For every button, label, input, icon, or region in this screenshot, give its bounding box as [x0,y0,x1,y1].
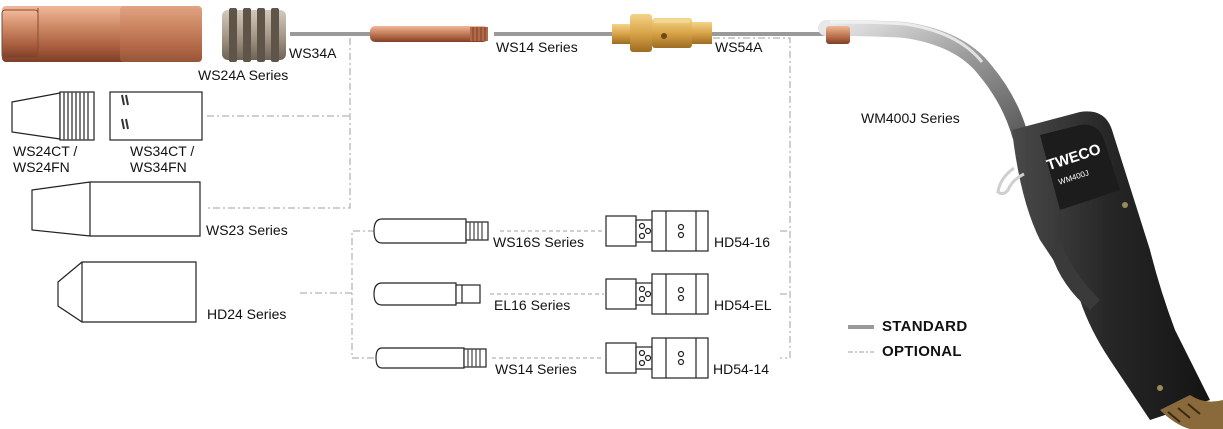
wm400j-gun [826,22,1223,429]
hd24-nozzle [58,262,196,322]
ws14-tip-top [370,26,488,42]
label-ws34ct-line1: WS34CT / [130,144,194,159]
label-hd5416: HD54-16 [714,234,770,250]
ws14-tip-bottom [376,348,486,368]
label-hd24: HD24 Series [207,306,286,322]
label-ws24ct-line1: WS24CT / [13,144,77,159]
ws24ct-nozzle [12,92,94,140]
ws34ct-diffuser [110,92,202,140]
optional-line-tips-bracket [352,231,375,358]
label-ws23: WS23 Series [206,222,288,238]
ws54a-adapter [612,14,712,52]
label-ws14-top: WS14 Series [496,39,578,55]
legend-standard-label: STANDARD [882,319,967,335]
label-ws54a: WS54A [715,39,762,55]
label-ws14-bottom: WS14 Series [495,361,577,377]
label-ws34ct-line2: WS34FN [130,160,187,175]
label-ws34a: WS34A [289,45,336,61]
hd5414-adapter [606,338,708,378]
legend-optional-label: OPTIONAL [882,344,962,360]
label-hd54el: HD54-EL [714,297,772,313]
label-hd5414: HD54-14 [713,361,769,377]
label-wm400j: WM400J Series [861,110,960,126]
ws23-nozzle [32,182,200,236]
hd5416-adapter [606,211,708,251]
ws16s-tip [374,219,488,243]
label-ws16s: WS16S Series [493,234,584,250]
legend-swatches [848,327,874,352]
label-ws24a: WS24A Series [198,67,288,83]
ws24a-nozzle [2,6,202,62]
optional-line-ws23 [205,38,350,208]
ws34a-diffuser [222,8,286,62]
el16-tip [374,283,480,305]
hd54el-adapter [606,274,708,314]
label-el16: EL16 Series [494,297,570,313]
label-ws24ct-line2: WS24FN [13,160,70,175]
